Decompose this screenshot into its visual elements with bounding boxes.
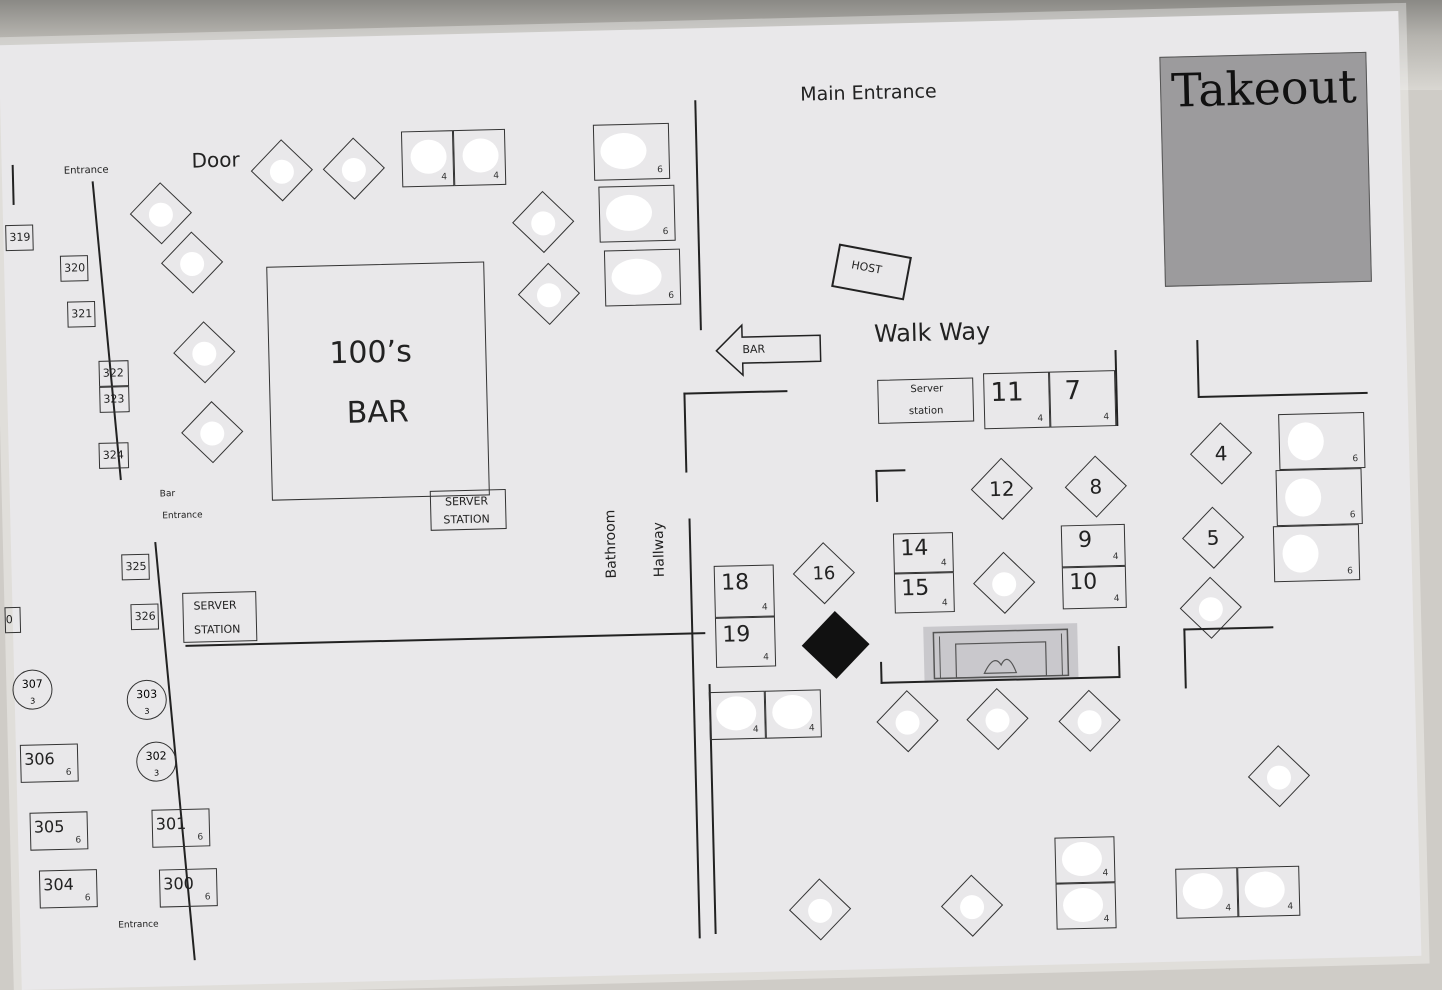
walk-way-label: Walk Way [873,317,991,348]
right-corner-v [1196,340,1200,397]
right-lower-wall-v [1183,628,1187,689]
table-blob-4[interactable]: 4 [452,128,507,187]
table-blob-bottom-4b[interactable]: 4 [1237,865,1301,918]
bar-direction-arrow [715,323,822,377]
table-blob-bottom-1[interactable] [788,878,852,941]
table-blob-row-1[interactable] [876,690,939,753]
table-12[interactable]: 12 [970,457,1033,520]
table-326[interactable]: 326 [130,603,160,631]
table-blob-6c[interactable]: 6 [603,248,682,307]
entrance-wall [694,100,702,331]
table-blob-booth-a[interactable]: 4 [708,690,766,741]
divider-wall [185,632,706,647]
server-station-bar[interactable]: SERVER STATION [429,488,507,531]
entrance-bottom-label: Entrance [118,919,159,931]
host-stand[interactable]: HOST [831,243,912,301]
bar-subtitle: BAR [346,394,410,431]
fireplace-wall-left [880,661,883,684]
table-322[interactable]: 322 [98,360,130,387]
table-blob-right-6a[interactable]: 6 [1278,411,1366,471]
dining-corner-left [875,469,879,502]
bathroom-label: Bathroom [602,509,620,579]
table-319[interactable]: 319 [5,224,34,252]
floor-plan-sheet: Main Entrance Takeout Door Entrance 319 … [0,11,1422,990]
table-blob-2[interactable] [322,137,385,200]
bar-arrow-label: BAR [742,342,766,357]
hallway-wall-left [688,518,701,939]
table-321[interactable]: 321 [67,300,96,328]
table-323[interactable]: 323 [99,386,130,413]
bar-100s[interactable]: 100’s BAR [266,261,490,501]
corner-wall-top [683,390,788,395]
right-corner-h [1197,391,1368,399]
table-blob-8[interactable] [160,231,224,294]
table-4[interactable]: 4 [1189,422,1253,485]
entrance-top-label: Entrance [63,164,109,177]
takeout-label: Takeout [1170,59,1358,118]
blocked-table [801,611,870,679]
edge-mark [11,164,15,205]
fireplace-wall-right [1117,646,1121,679]
table-blob-6b[interactable]: 6 [598,184,676,243]
corner-wall-left [683,392,688,473]
bar-title: 100’s [328,334,413,372]
table-blob-bottom-3a[interactable]: 4 [1054,836,1116,884]
table-blob-3[interactable]: 4 [400,130,455,188]
table-blob-booth-b[interactable]: 4 [764,689,822,739]
table-blob-7[interactable] [129,182,192,245]
left-wall-upper [91,181,122,481]
table-16[interactable]: 16 [792,542,855,605]
table-blob-5[interactable] [512,190,575,254]
table-blob-bottom-3b[interactable]: 4 [1055,882,1117,930]
table-8[interactable]: 8 [1064,455,1127,518]
table-blob-right-6c[interactable]: 6 [1272,524,1361,583]
door-label: Door [191,147,240,173]
hallway-label: Hallway [650,521,668,578]
table-blob-bottom-2[interactable] [940,874,1004,937]
right-lower-wall-h [1183,626,1274,631]
table-blob-1[interactable] [250,139,313,202]
table-blob-row-3[interactable] [1058,689,1121,752]
dining-corner-top [875,469,906,472]
main-entrance-label: Main Entrance [799,80,937,106]
server-station-main[interactable]: Server station [877,377,975,424]
table-324[interactable]: 324 [98,442,130,469]
bar-entrance-label-2: Entrance [162,510,203,522]
server-station-left[interactable]: SERVER STATION [182,591,258,643]
table-blob-10[interactable] [181,401,244,464]
table-blob-9[interactable] [173,321,236,384]
table-320[interactable]: 320 [59,255,89,282]
table-blob-6a[interactable]: 6 [592,122,671,181]
table-5[interactable]: 5 [1182,506,1245,569]
table-edge-fragment[interactable]: 0 [4,606,22,634]
bar-entrance-label-1: Bar [159,489,176,500]
table-blob-center[interactable] [973,551,1036,614]
table-325[interactable]: 325 [121,553,150,581]
table-blob-right-6b[interactable]: 6 [1275,468,1363,527]
table-blob-6[interactable] [517,262,581,325]
table-blob-row-2[interactable] [966,687,1029,751]
takeout-area[interactable]: Takeout [1159,51,1372,287]
table-blob-bottom-4a[interactable]: 4 [1175,867,1239,919]
fireplace [923,623,1079,683]
table-blob-far-right[interactable] [1247,745,1311,808]
